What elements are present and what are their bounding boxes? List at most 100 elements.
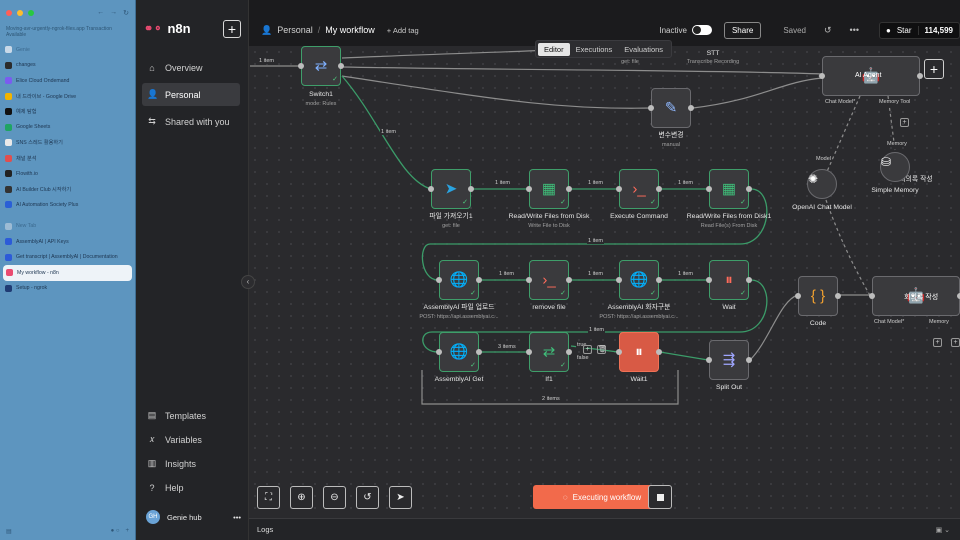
tidy-up-icon[interactable]: ➤ (389, 486, 412, 509)
user-menu[interactable]: GH Genie hub ••• (146, 510, 241, 524)
nav-item-templates[interactable]: ▤Templates (142, 404, 241, 427)
input-port[interactable] (526, 277, 532, 283)
add-tool-icon[interactable]: + (900, 118, 909, 127)
browser-tab[interactable]: 예제 탐험 (0, 104, 135, 120)
node-memory[interactable]: ⛁ (880, 152, 910, 182)
node-telegram[interactable]: ➤✓ (431, 169, 471, 209)
input-port[interactable] (616, 186, 622, 192)
zoom-in-icon[interactable]: ⊕ (290, 486, 313, 509)
close-window-icon[interactable] (6, 10, 12, 16)
nav-item-personal[interactable]: 👤Personal (142, 83, 240, 106)
n8n-logo[interactable]: ⚭⚬n8n (136, 0, 248, 56)
input-port[interactable] (298, 63, 304, 69)
nav-item-shared-with-you[interactable]: ⇆Shared with you (142, 110, 240, 133)
node-remove[interactable]: ›_✓ (529, 260, 569, 300)
node-code[interactable]: { } (798, 276, 838, 316)
nav-item-overview[interactable]: ⌂Overview (142, 56, 240, 79)
node-ai_agent[interactable]: 🤖 (822, 56, 920, 96)
zoom-out-icon[interactable]: ⊖ (323, 486, 346, 509)
add-tag-button[interactable]: + Add tag (386, 25, 419, 35)
github-star-button[interactable]: ● Star 114,599 (879, 21, 960, 39)
input-port[interactable] (526, 349, 532, 355)
input-port[interactable] (819, 73, 825, 79)
input-port[interactable] (526, 186, 532, 192)
reset-zoom-icon[interactable]: ↺ (356, 486, 379, 509)
node-var_change[interactable]: ✎ (651, 88, 691, 128)
nav-item-insights[interactable]: ▥Insights (142, 452, 241, 475)
project-name[interactable]: Personal (277, 25, 313, 35)
browser-tab[interactable]: Genie (0, 42, 135, 58)
node-if1[interactable]: ⇄✓ (529, 332, 569, 372)
add-tool-icon[interactable]: + (951, 338, 960, 347)
input-port[interactable] (706, 357, 712, 363)
browser-tab[interactable]: Get transcript | AssemblyAI | Documentat… (0, 250, 135, 266)
tab-evaluations[interactable]: Evaluations (624, 44, 664, 54)
browser-tab[interactable]: Flowith.io (0, 166, 135, 182)
tab-editor[interactable]: Editor (538, 42, 570, 56)
input-port[interactable] (428, 186, 434, 192)
minimize-window-icon[interactable] (17, 10, 23, 16)
node-switch1[interactable]: ⇄✓ (301, 46, 341, 86)
output-port[interactable] (746, 277, 752, 283)
more-options-icon[interactable]: ••• (849, 25, 859, 35)
add-node-icon[interactable]: + (583, 345, 592, 354)
output-port[interactable] (957, 293, 960, 299)
output-port[interactable] (688, 105, 694, 111)
input-port[interactable] (869, 293, 875, 299)
browser-tab[interactable]: Google Sheets (0, 120, 135, 136)
output-port[interactable] (468, 186, 474, 192)
history-icon[interactable]: ↺ (824, 24, 832, 35)
more-icon[interactable]: ••• (233, 512, 241, 522)
node-minutes[interactable]: 🤖 (872, 276, 960, 316)
nav-item-help[interactable]: ?Help (142, 476, 241, 499)
output-port[interactable] (917, 73, 923, 79)
output-port[interactable] (835, 293, 841, 299)
node-wait[interactable]: ⏸✓ (709, 260, 749, 300)
collapse-sidebar-icon[interactable]: ‹ (241, 275, 255, 289)
browser-tab[interactable]: AI Automation Society Plus (0, 197, 135, 213)
reload-icon[interactable]: ↻ (123, 10, 129, 17)
forward-icon[interactable]: → (110, 9, 118, 16)
logs-panel[interactable]: Logs ▣ ⌄ (249, 518, 960, 540)
active-toggle[interactable] (691, 25, 712, 35)
output-port[interactable] (746, 357, 752, 363)
output-port[interactable] (566, 277, 572, 283)
output-port[interactable] (476, 277, 482, 283)
output-port[interactable] (476, 349, 482, 355)
maximize-window-icon[interactable] (28, 10, 34, 16)
node-exec_cmd[interactable]: ›_✓ (619, 169, 659, 209)
browser-tab[interactable]: AssemblyAI | API Keys (0, 234, 135, 250)
browser-tab[interactable]: Setup - ngrok (0, 281, 135, 297)
browser-tab[interactable]: SNS 스레드 활용하기 (0, 135, 135, 151)
browser-tab[interactable]: New Tab (0, 219, 135, 235)
browser-tab[interactable]: changes (0, 58, 135, 74)
input-port[interactable] (436, 277, 442, 283)
stop-execution-button[interactable] (648, 485, 672, 509)
node-wait1[interactable]: ⏸ (619, 332, 659, 372)
browser-tab[interactable]: My workflow - n8n (3, 265, 132, 281)
back-icon[interactable]: ← (97, 9, 105, 16)
node-upload[interactable]: 🌐✓ (439, 260, 479, 300)
input-port[interactable] (795, 293, 801, 299)
browser-tab[interactable]: AI Builder Club 시작하기 (0, 182, 135, 198)
library-icon[interactable]: ▤ (6, 529, 12, 535)
input-port[interactable] (616, 277, 622, 283)
input-port[interactable] (648, 105, 654, 111)
node-speaker[interactable]: 🌐✓ (619, 260, 659, 300)
node-asm_get[interactable]: 🌐✓ (439, 332, 479, 372)
node-rw2[interactable]: ▦✓ (709, 169, 749, 209)
delete-icon[interactable]: 🗑 (597, 345, 607, 354)
spaces-icon[interactable]: ● ○ (110, 528, 120, 534)
tab-executions[interactable]: Executions (575, 44, 613, 54)
node-openai[interactable]: ✺ (807, 169, 837, 199)
input-port[interactable] (616, 349, 622, 355)
output-port[interactable] (656, 186, 662, 192)
workflow-name[interactable]: My workflow (325, 25, 375, 35)
add-node-button[interactable]: + (924, 59, 944, 79)
input-port[interactable] (436, 349, 442, 355)
browser-tab[interactable]: 채널 분석 (0, 151, 135, 167)
create-new-button[interactable]: + (223, 20, 241, 38)
output-port[interactable] (656, 349, 662, 355)
browser-tab[interactable]: Elice Cloud Ondemand (0, 73, 135, 89)
